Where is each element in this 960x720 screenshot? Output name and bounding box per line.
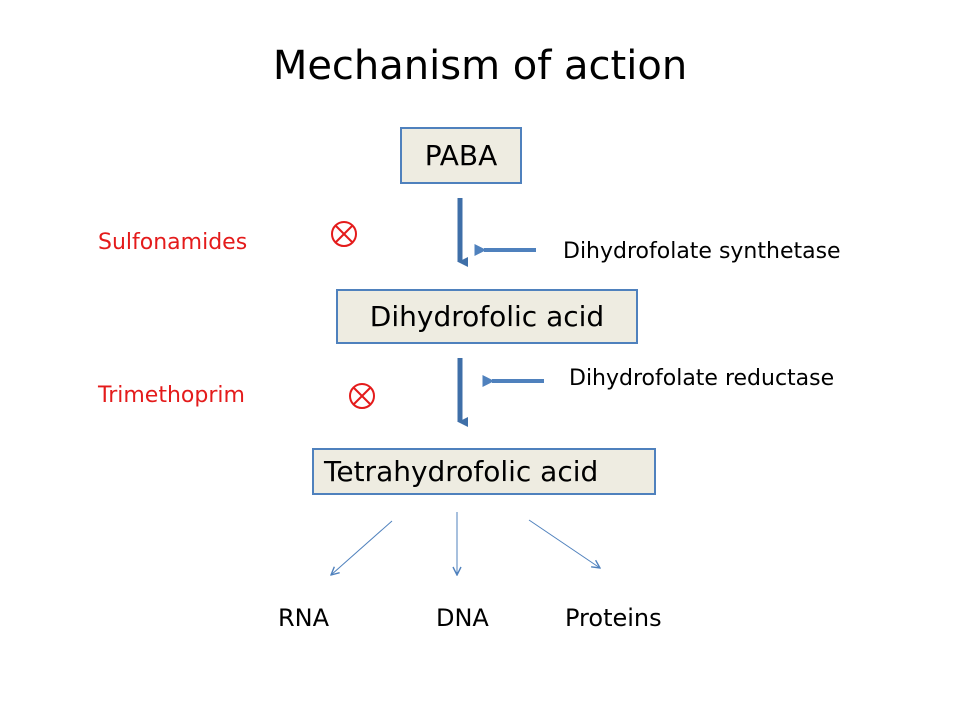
thin-arrow-icon	[331, 520, 393, 575]
tetrahydrofolic-acid-box: Tetrahydrofolic acid	[312, 448, 656, 495]
circled-times-icon	[349, 383, 375, 409]
thin-arrow-icon	[528, 519, 600, 568]
product-label-rna: RNA	[278, 604, 330, 632]
drug-label-trimethoprim: Trimethoprim	[98, 383, 245, 408]
page-title: Mechanism of action	[272, 43, 688, 89]
dihydrofolic-acid-box: Dihydrofolic acid	[336, 289, 638, 344]
enzyme-label-synthetase: Dihydrofolate synthetase	[563, 239, 841, 264]
paba-box: PABA	[400, 127, 522, 184]
product-label-dna: DNA	[436, 604, 489, 632]
circled-times-icon	[331, 221, 357, 247]
product-label-proteins: Proteins	[565, 604, 662, 632]
drug-label-sulfonamides: Sulfonamides	[98, 230, 248, 255]
enzyme-label-reductase: Dihydrofolate reductase	[569, 366, 835, 391]
